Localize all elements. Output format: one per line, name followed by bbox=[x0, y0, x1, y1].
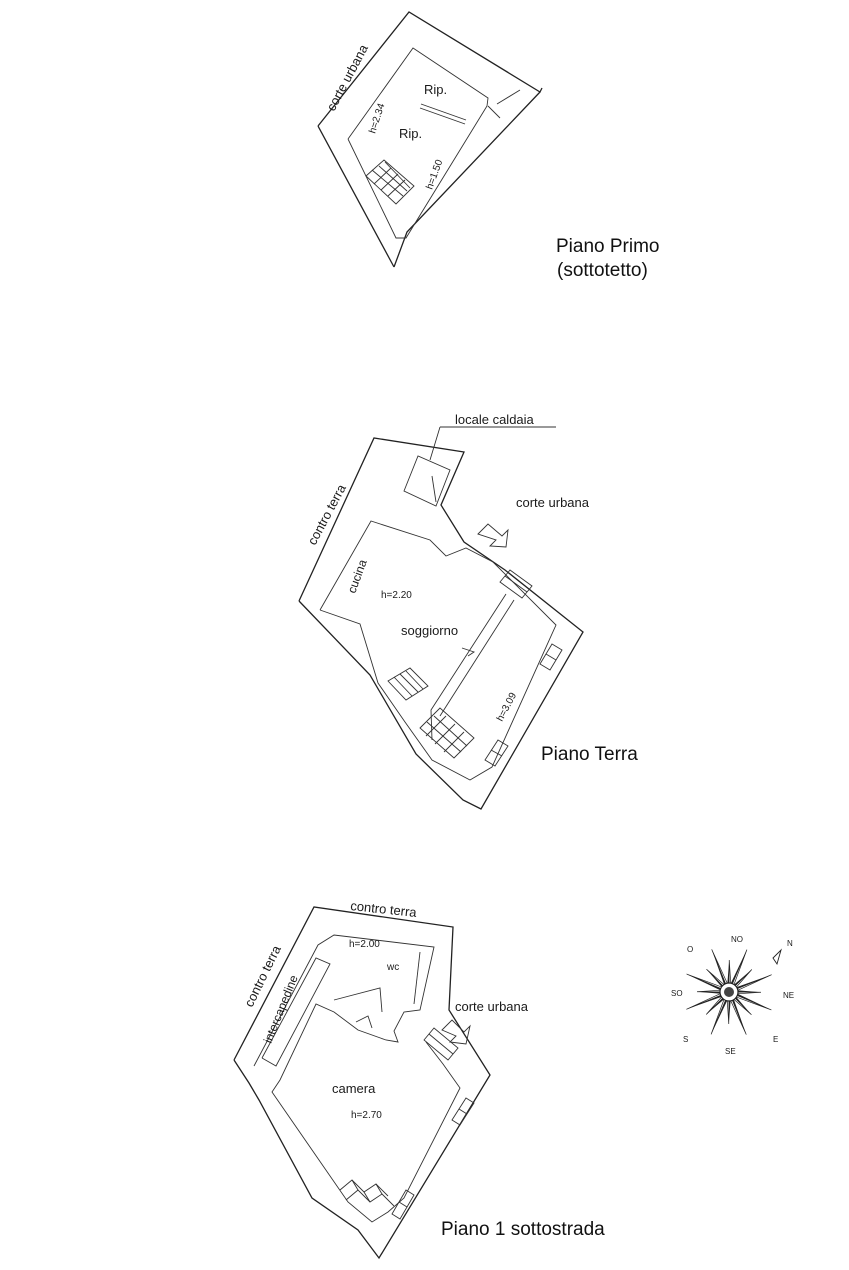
cavity-strip bbox=[261, 957, 331, 1067]
floor-subtitle: (sottotetto) bbox=[557, 260, 648, 281]
compass-point: NO bbox=[731, 935, 743, 944]
outer-wall bbox=[233, 906, 491, 1260]
height-label: h=1.50 bbox=[424, 158, 445, 191]
window bbox=[499, 569, 533, 599]
courtyard-label: corte urbana bbox=[323, 41, 371, 113]
partition-wall bbox=[413, 951, 421, 1005]
entrance-arrow-icon bbox=[441, 1019, 471, 1045]
ground-floor-plan: locale caldaia corte urbana contro terra… bbox=[298, 412, 638, 810]
window bbox=[451, 1097, 475, 1126]
partition-wall bbox=[419, 107, 466, 125]
staircase bbox=[387, 667, 475, 759]
outer-wall bbox=[317, 11, 543, 127]
leader-line bbox=[429, 426, 441, 461]
height-label: h=3.09 bbox=[495, 691, 519, 724]
first-floor-plan: corte urbana Rip. Rip. h=2.34 h=1.50 Pia… bbox=[317, 11, 660, 281]
compass-point: NE bbox=[783, 991, 794, 1000]
outer-wall bbox=[317, 125, 395, 268]
inner-wall bbox=[319, 520, 557, 781]
against-earth-label: contro terra bbox=[304, 481, 349, 547]
wall-opening bbox=[496, 89, 521, 105]
direction-arrow-icon bbox=[461, 647, 476, 657]
kitchen-label: cucina bbox=[345, 557, 370, 595]
window bbox=[391, 1189, 415, 1220]
height-label: h=2.70 bbox=[351, 1110, 382, 1121]
outer-wall bbox=[393, 91, 541, 268]
partition-wall bbox=[420, 103, 467, 121]
window bbox=[484, 739, 509, 767]
floor-title: Piano Terra bbox=[541, 744, 638, 765]
inner-wall bbox=[347, 47, 489, 239]
boiler-room bbox=[403, 455, 451, 507]
compass-point: O bbox=[687, 945, 693, 954]
bedroom-label: camera bbox=[332, 1081, 376, 1096]
wc-label: wc bbox=[386, 962, 399, 973]
compass-point: N bbox=[787, 939, 793, 948]
courtyard-label: corte urbana bbox=[455, 999, 529, 1014]
compass-point: SO bbox=[671, 989, 683, 998]
height-label: h=2.20 bbox=[381, 590, 412, 601]
compass-point: SE bbox=[725, 1047, 736, 1056]
floor-title: Piano Primo bbox=[556, 236, 660, 257]
compass-point: E bbox=[773, 1035, 778, 1044]
boiler-room-label: locale caldaia bbox=[455, 412, 535, 427]
outer-wall bbox=[298, 437, 584, 810]
partition-wall bbox=[439, 599, 515, 717]
entrance-arrow-icon bbox=[477, 523, 509, 548]
courtyard-label: corte urbana bbox=[516, 495, 590, 510]
height-label: h=2.34 bbox=[367, 102, 387, 135]
partition-wall bbox=[333, 987, 383, 1013]
against-earth-label: contro terra bbox=[350, 898, 418, 920]
direction-arrow-icon bbox=[355, 1015, 373, 1029]
compass-rose-icon: N NE E SE S SO O NO bbox=[671, 935, 794, 1056]
door bbox=[431, 475, 437, 503]
storage-label-upper: Rip. bbox=[424, 82, 447, 97]
storage-label-lower: Rip. bbox=[399, 126, 422, 141]
living-room-label: soggiorno bbox=[401, 623, 458, 638]
compass-point: S bbox=[683, 1035, 688, 1044]
height-label: h=2.00 bbox=[349, 939, 380, 950]
staircase bbox=[365, 159, 415, 205]
window bbox=[423, 1027, 459, 1061]
wall-opening bbox=[487, 105, 501, 119]
staircase bbox=[339, 1179, 395, 1207]
basement-plan: contro terra contro terra h=2.00 wc inte… bbox=[233, 898, 605, 1260]
window bbox=[539, 643, 563, 671]
floor-title: Piano 1 sottostrada bbox=[441, 1219, 605, 1240]
